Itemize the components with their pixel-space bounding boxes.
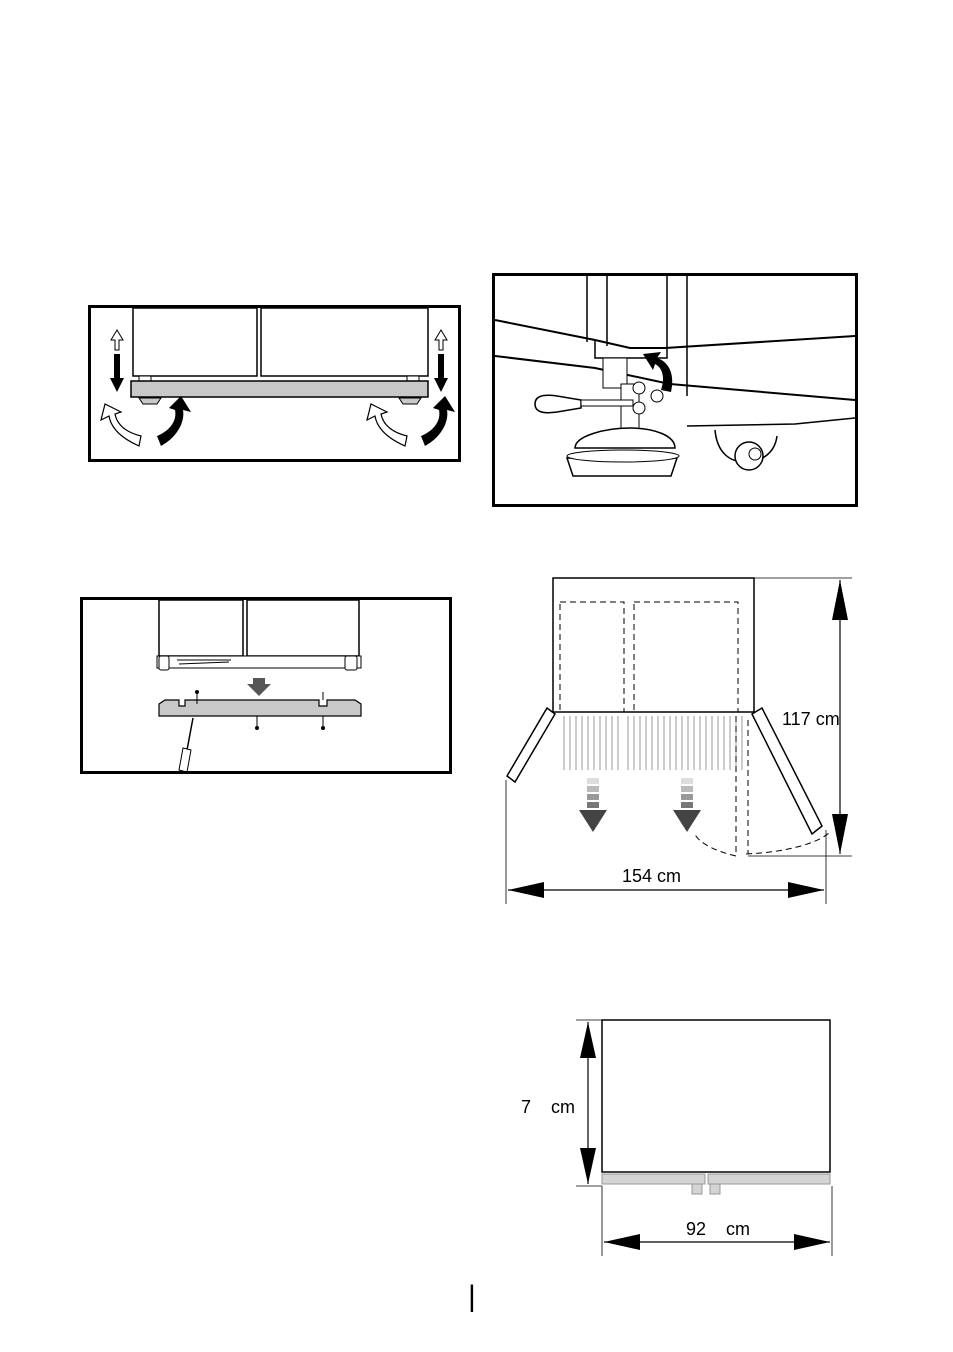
door-clearance-figure: 117 cm 154 cm <box>500 570 860 910</box>
foot-adjustment-figure <box>492 273 858 507</box>
down-arrow-icon <box>673 778 701 832</box>
up-down-arrow-icon <box>110 330 124 392</box>
side-view-figure: 7 cm 92 cm <box>500 1010 860 1260</box>
side-width-label: 92 cm <box>686 1219 750 1240</box>
base-cover-figure <box>80 597 452 774</box>
down-arrow-icon <box>247 678 271 696</box>
page-marker: | <box>468 1280 476 1314</box>
side-height-label: 7 cm <box>521 1097 575 1118</box>
leveling-feet-figure <box>88 305 461 462</box>
height-dimension-label: 117 cm <box>782 709 840 730</box>
down-arrow-icon <box>579 778 607 832</box>
width-dimension-label: 154 cm <box>622 866 681 887</box>
up-down-arrow-icon <box>434 330 448 392</box>
